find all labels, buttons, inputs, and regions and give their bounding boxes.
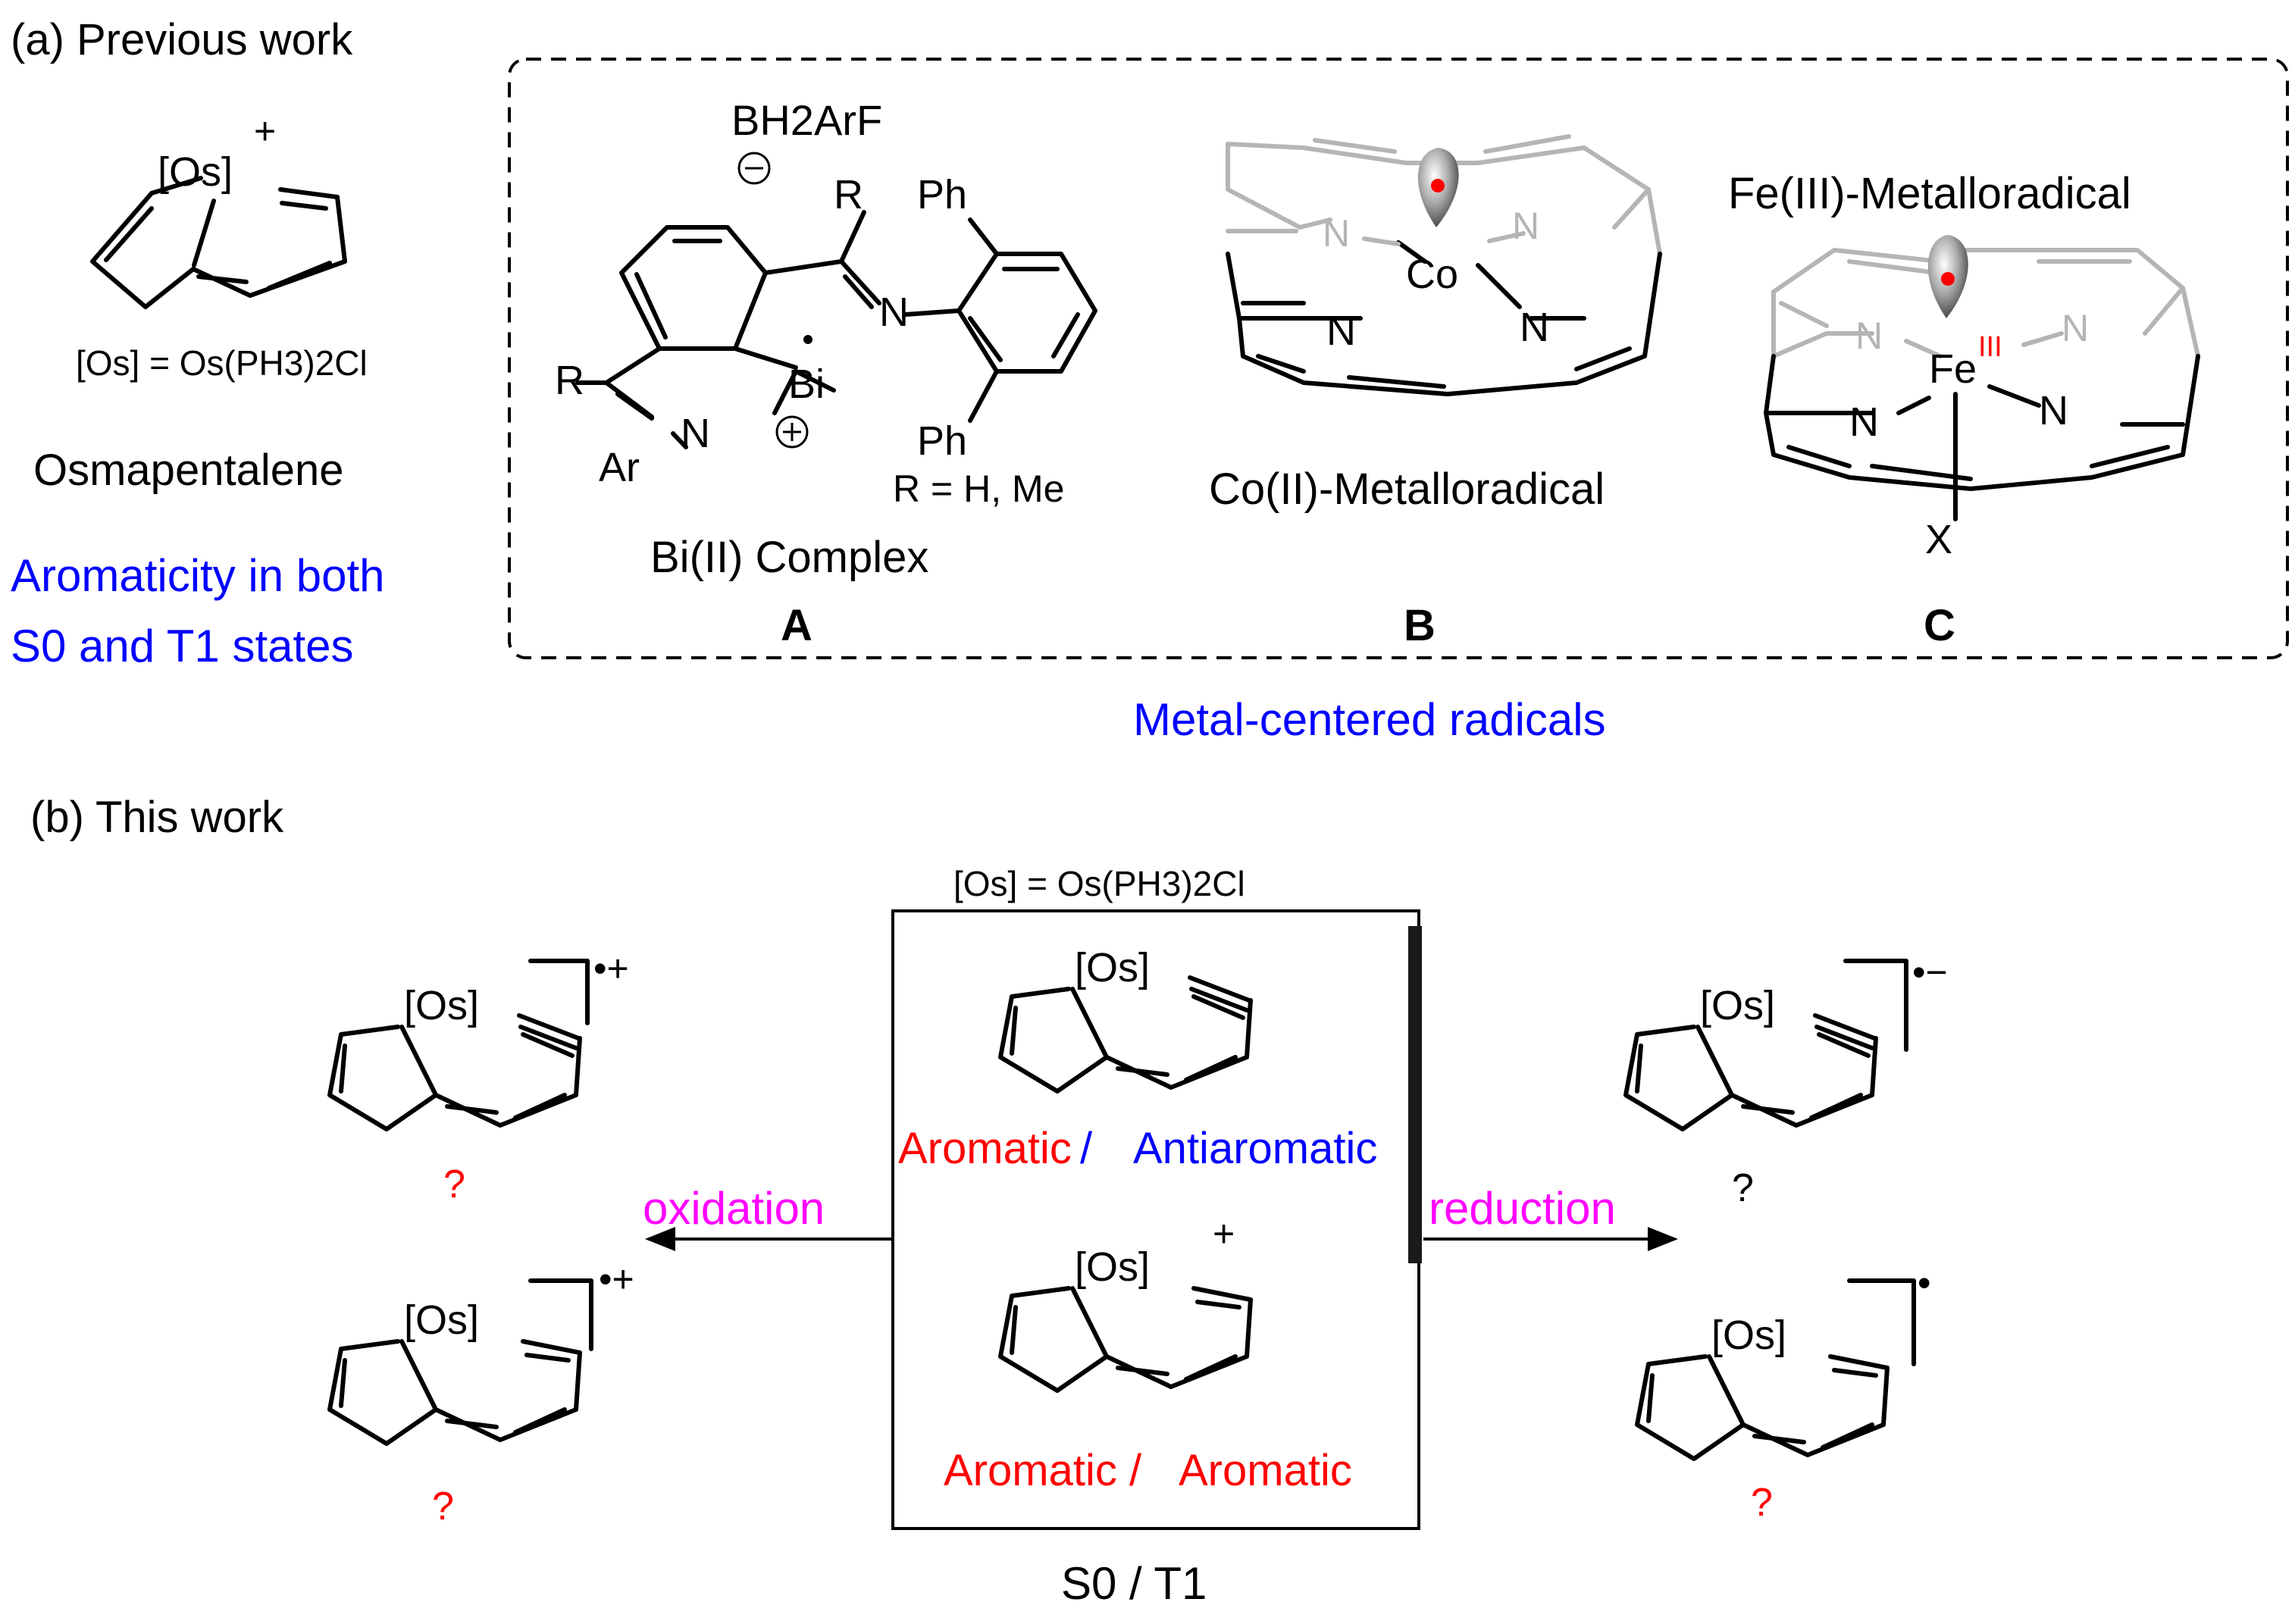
n-label-b3: N: [1326, 308, 1356, 354]
left-top-question: ?: [443, 1162, 465, 1206]
metal-radicals-caption: Metal-centered radicals: [1133, 694, 1606, 745]
counterion-label: BH2ArF: [731, 96, 882, 144]
center-carbyne-structure: [Os]: [998, 945, 1253, 1094]
r-label-left: R: [555, 358, 584, 403]
co-label: Co: [1406, 252, 1458, 297]
os-atom-label: [Os]: [158, 149, 233, 195]
fe-oxidation-state: III: [1978, 331, 2002, 363]
co-radical-dot: [1431, 179, 1445, 192]
aromaticity-line1: Aromaticity in both: [11, 550, 385, 601]
bi-complex-structure: BH2ArF R R Ar N N Bi Ph Ph: [555, 96, 1097, 490]
right-top-question: ?: [1732, 1166, 1754, 1210]
center-bottom-label-2: Aromatic: [1179, 1446, 1352, 1495]
ph-label-bottom: Ph: [917, 418, 967, 464]
n-label-c3: N: [1849, 399, 1879, 445]
os-atom-left-top: [Os]: [404, 983, 479, 1028]
fe-complex-letter: C: [1924, 601, 1955, 650]
n-label-right: N: [879, 289, 909, 335]
co-complex-letter: B: [1404, 601, 1436, 650]
center-box-shadow: [1408, 926, 1422, 1263]
os-atom-right-bottom: [Os]: [1711, 1313, 1786, 1358]
co-porphyrin-structure: N N N N Co: [1226, 134, 1662, 396]
center-plus-charge: +: [1213, 1213, 1235, 1255]
left-bottom-charge: •+: [599, 1258, 634, 1300]
center-top-label-1: Aromatic: [898, 1124, 1072, 1173]
right-top-structure: [Os] •−: [1623, 951, 1948, 1131]
state-label: S0 / T1: [1061, 1558, 1207, 1609]
oxidation-label: oxidation: [643, 1183, 825, 1234]
left-bottom-structure: [Os] •+: [327, 1258, 634, 1446]
osma-name: Osmapentalene: [33, 446, 343, 495]
n-label-b2: N: [1512, 205, 1539, 247]
bi-label: Bi: [788, 361, 825, 407]
plus-charge-sign: [783, 423, 801, 441]
n-label-c4: N: [2039, 388, 2068, 433]
center-top-label-2: Antiaromatic: [1133, 1124, 1377, 1173]
left-top-charge: •+: [593, 947, 629, 990]
right-top-charge: •−: [1912, 951, 1948, 993]
plus-charge-circle: [775, 415, 809, 449]
osma-definition: [Os] = Os(PH3)2Cl: [76, 343, 368, 383]
section-b-label: (b) This work: [30, 793, 284, 842]
metal-radicals-box: [508, 58, 2289, 659]
bi-complex-name: Bi(II) Complex: [650, 533, 928, 582]
center-bottom-label-1: Aromatic: [944, 1446, 1117, 1495]
center-top-label-sep: /: [1080, 1124, 1093, 1173]
center-box: [891, 909, 1420, 1530]
fe-complex-name: Fe(III)-Metalloradical: [1728, 169, 2131, 218]
n-label-b4: N: [1520, 305, 1549, 350]
os-definition-b: [Os] = Os(PH3)2Cl: [953, 864, 1245, 903]
section-a-label: (a) Previous work: [11, 15, 353, 64]
aromaticity-line2: S0 and T1 states: [11, 621, 354, 671]
left-bottom-question: ?: [432, 1485, 454, 1529]
fe-porphyrin-structure: N N N N Fe III X: [1764, 235, 2200, 562]
center-bottom-label-sep: /: [1129, 1446, 1142, 1495]
bi-complex-letter: A: [781, 601, 812, 650]
bi-radical-dot: [803, 335, 812, 344]
os-atom-center-top: [Os]: [1075, 945, 1150, 990]
ph-label-top: Ph: [917, 172, 967, 217]
right-bottom-charge: •: [1918, 1262, 1931, 1304]
n-label-left: N: [681, 411, 710, 456]
plus-charge: +: [254, 110, 276, 152]
left-top-structure: [Os] •+: [327, 947, 629, 1131]
co-complex-name: Co(II)-Metalloradical: [1209, 465, 1605, 514]
r-label-top: R: [834, 172, 863, 217]
right-bottom-question: ?: [1751, 1481, 1773, 1525]
bi-substituent-def: R = H, Me: [893, 468, 1064, 510]
n-label-c2: N: [2062, 307, 2089, 349]
axial-ligand-label: X: [1925, 517, 1952, 562]
n-label-c1: N: [1855, 314, 1883, 357]
reduction-label: reduction: [1429, 1183, 1616, 1234]
fe-label: Fe: [1929, 346, 1977, 392]
fe-radical-dot: [1941, 272, 1955, 286]
ar-label: Ar: [599, 445, 640, 490]
osmapentalene-structure: [Os] +: [90, 110, 347, 309]
minus-charge-circle: [737, 152, 771, 185]
os-atom-right-top: [Os]: [1700, 983, 1775, 1028]
n-label-b1: N: [1323, 212, 1350, 255]
center-carbene-structure: [Os] +: [998, 1213, 1253, 1393]
os-atom-center-bottom: [Os]: [1075, 1244, 1150, 1290]
os-atom-left-bottom: [Os]: [404, 1297, 479, 1343]
right-bottom-structure: [Os] •: [1635, 1262, 1931, 1461]
